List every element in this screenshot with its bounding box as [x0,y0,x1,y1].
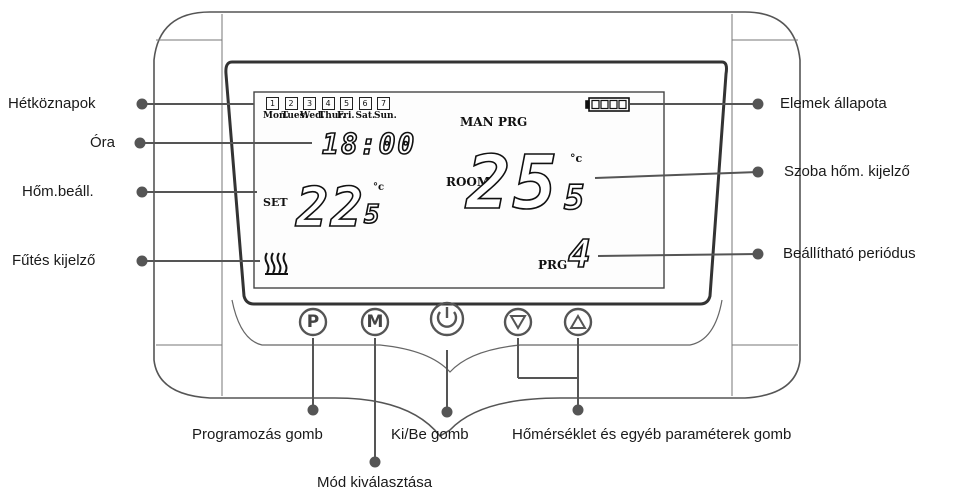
callout-program-button: Programozás gomb [192,426,323,443]
down-button[interactable] [505,309,531,335]
weekday-box: 1 [266,97,279,110]
callout-temp-buttons: Hőmérséklet és egyéb paraméterek gomb [512,426,792,443]
callout-period: Beállítható periódus [783,245,916,262]
room-temp-unit: °c [570,152,583,165]
mode-button[interactable]: M [366,312,384,332]
weekday-box: 6 [358,97,372,110]
weekday-box: 4 [321,97,335,110]
room-temp-main: 25 [465,139,560,227]
period-value: 4 [567,231,593,277]
clock-display: 18:00 [321,127,417,162]
callout-set-temp: Hőm.beáll. [22,183,94,200]
room-label: ROOM [446,175,491,189]
power-button[interactable] [431,303,463,335]
weekday-box: 5 [340,97,353,110]
heating-waves-icon [264,252,288,275]
callout-weekdays: Hétköznapok [8,95,96,112]
callout-room-temp: Szoba hőm. kijelző [784,163,910,180]
weekday-name: Tues. [281,111,308,121]
weekday-name: Fri. [337,111,355,121]
battery-icon [585,97,630,112]
up-button[interactable] [565,309,591,335]
set-temp-main: 22 [295,175,366,240]
mode-prg: PRG [498,115,528,129]
weekday-box: 2 [284,97,298,110]
set-temp-unit: °c [373,182,385,193]
callout-clock: Óra [90,134,116,151]
weekday-box: 3 [303,97,316,110]
triangle-down-icon [509,315,527,330]
callout-mode-select: Mód kiválasztása [317,474,433,491]
power-icon [436,307,458,328]
weekday-name: Thur. [318,111,346,121]
callout-battery: Elemek állapota [780,95,887,112]
weekday-name: Sun. [374,111,397,121]
weekday-name: Wed. [300,111,325,121]
set-temp-decimal: 5 [363,199,382,231]
callout-heating: Fűtés kijelző [12,252,96,269]
button-row [298,301,593,337]
mode-man: MAN [460,115,494,129]
weekday-box: 7 [377,97,390,110]
weekday-name: Mon. [263,111,289,121]
room-temp-decimal: 5 [563,177,587,219]
set-label: SET [263,196,288,209]
weekday-name: Sat. [355,111,376,121]
triangle-up-icon [569,314,587,329]
period-label: PRG [538,258,568,272]
callout-power-button: Ki/Be gomb [391,426,469,443]
program-button[interactable]: P [306,312,320,332]
